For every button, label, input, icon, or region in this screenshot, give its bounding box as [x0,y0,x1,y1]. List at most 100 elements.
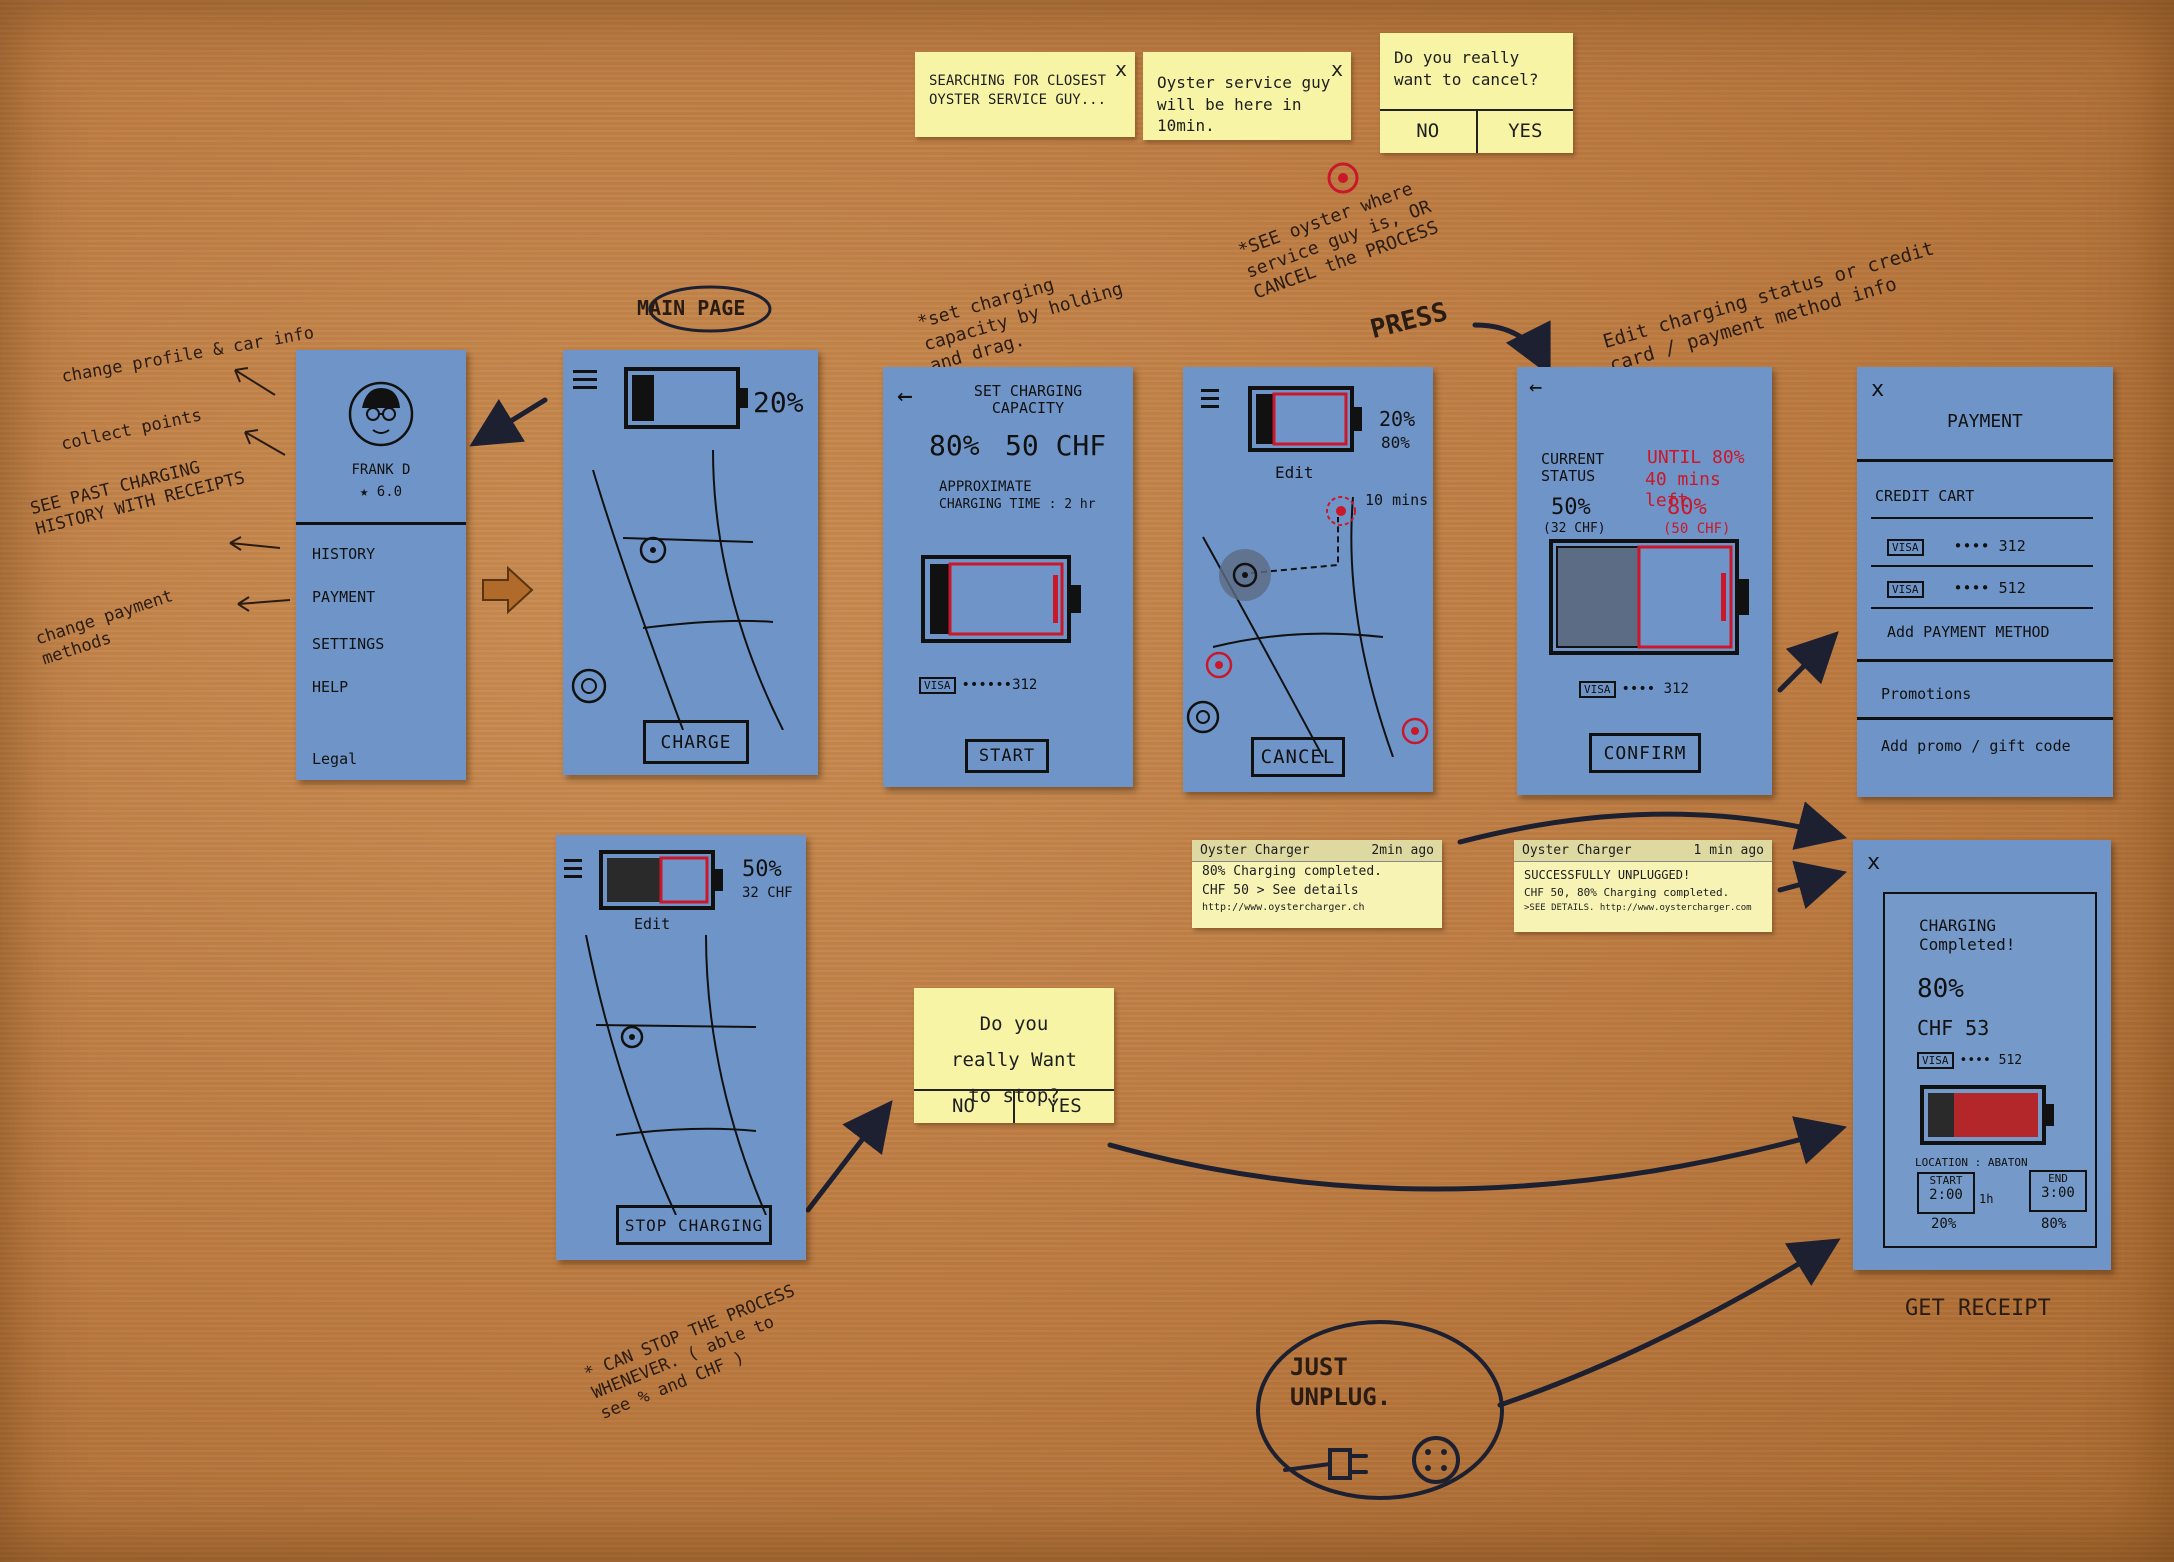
card-row[interactable]: VISA•••• 512 [1887,579,2026,598]
payment-title: PAYMENT [1947,411,2023,432]
see-details-link[interactable]: CHF 50 > See details [1202,883,1359,898]
set-capacity-title: SET CHARGING CAPACITY [973,382,1083,417]
status-battery-icon[interactable] [1547,537,1757,657]
menu-item-help[interactable]: HELP [312,678,349,696]
annotation-can-stop: * CAN STOP THE PROCESS WHENEVER. ( able … [581,1281,798,1424]
current-percent: 50% [1551,495,1591,520]
add-payment-method-button[interactable]: Add PAYMENT METHOD [1887,623,2050,641]
receipt-screen: x CHARGING Completed! 80% CHF 53 VISA•••… [1853,840,2111,1270]
yes-button[interactable]: YES [1475,111,1574,153]
back-arrow-icon[interactable]: ← [897,381,913,411]
yes-button[interactable]: YES [1013,1091,1114,1123]
close-icon[interactable]: x [1871,377,1885,402]
approx-label: APPROXIMATE [939,479,1032,495]
promotions-item[interactable]: Promotions [1881,685,1972,703]
profile-screen: FRANK D ★ 6.0 HISTORY PAYMENT SETTINGS H… [296,350,466,780]
payment-card-row[interactable]: VISA•••• 312 [1579,681,1689,698]
notification-time: 1 min ago [1693,843,1764,858]
capacity-battery-icon[interactable] [919,553,1089,645]
stop-charging-button[interactable]: STOP CHARGING [616,1205,772,1245]
annotation-see-oyster: *SEE oyster where service guy is, OR CAN… [1235,178,1442,304]
until-label: UNTIL 80% [1647,447,1745,468]
battery-icon [599,850,723,910]
annotation-edit-info: Edit charging status or credit card / pa… [1600,237,1937,376]
map[interactable] [563,450,818,730]
menu-item-settings[interactable]: SETTINGS [312,635,385,653]
start-percent: 20% [1931,1216,1957,1232]
promo-code-item[interactable]: Add promo / gift code [1881,737,2071,755]
menu-icon[interactable] [573,370,597,390]
target-percent: 80% [1667,495,1707,520]
annotation-see-history: SEE PAST CHARGING HISTORY WITH RECEIPTS [28,457,247,540]
start-box: START 2:00 [1917,1172,1975,1214]
menu-item-history[interactable]: HISTORY [312,545,376,563]
payment-screen: x PAYMENT CREDIT CART VISA•••• 312 VISA•… [1857,367,2113,797]
capacity-price: 50 CHF [1005,429,1107,462]
charging-time: CHARGING TIME : 2 hr [939,497,1096,512]
battery-icon [1248,386,1362,452]
payment-card-row: VISA•••• 512 [1917,1052,2022,1069]
arrow-notif1-to-receipt [1457,801,1848,850]
legal-link[interactable]: Legal [312,750,358,768]
stop-confirm-dialog: Do you really Want to stop? NO YES [914,988,1114,1123]
menu-icon[interactable] [564,859,588,879]
annotation-press: PRESS [1367,296,1451,346]
close-icon[interactable]: x [1114,57,1127,81]
arrow-press [1472,320,1551,377]
payment-card-row[interactable]: VISA••••••312 [919,677,1037,694]
right-arrow-shape [482,565,534,615]
payment-header-divider [1857,459,2113,462]
capacity-percent: 80% [929,429,980,462]
time-left: 40 mins left [1645,469,1721,511]
close-icon[interactable]: x [1867,850,1881,875]
charging-status-screen: ← CURRENT STATUS 50% (32 CHF) UNTIL 80% … [1517,367,1772,795]
annotation-get-receipt: GET RECEIPT [1905,1296,2051,1321]
back-arrow-icon[interactable]: ← [1529,375,1543,400]
credit-card-label: CREDIT CART [1875,487,1975,505]
searching-text: SEARCHING FOR CLOSEST OYSTER SERVICE GUY… [929,73,1107,108]
start-time: 2:00 [1929,1187,1963,1203]
receipt-title: CHARGING Completed! [1919,916,2016,955]
annotation-just-unplug: JUST UNPLUG. [1290,1353,1392,1411]
oyster-tracking-screen: 20% 80% Edit 10 mins CANCEL [1183,367,1433,792]
charging-percent: 50% [742,857,782,882]
no-button[interactable]: NO [952,1095,975,1118]
annotation-collect-points: collect points [59,405,204,455]
card-number: ••••••312 [961,677,1038,693]
card-row[interactable]: VISA•••• 312 [1887,537,2026,556]
arrow-status-to-payment [1777,631,1839,693]
map[interactable] [556,935,806,1215]
close-icon[interactable]: x [1330,57,1343,81]
battery-icon [624,367,748,429]
charge-button[interactable]: CHARGE [643,720,749,764]
arrow-unplug-to-receipt [1497,1238,1841,1408]
menu-icon[interactable] [1201,389,1225,409]
annotation-change-profile: change profile & car info [60,322,316,388]
end-time: 3:00 [2041,1185,2075,1201]
charging-chf: 32 CHF [742,885,793,901]
no-button[interactable]: NO [1416,120,1440,143]
cancel-button[interactable]: CANCEL [1251,737,1345,777]
receipt-amount: CHF 53 [1917,1016,1990,1040]
edit-link[interactable]: Edit [1275,463,1314,482]
confirm-button[interactable]: CONFIRM [1589,733,1701,773]
avatar [348,381,414,447]
menu-item-payment[interactable]: PAYMENT [312,588,376,606]
arrow-to-profile [469,397,548,447]
start-button[interactable]: START [965,739,1049,773]
battery-percent-now: 20% [1379,407,1416,431]
card-number: •••• 312 [1621,681,1689,697]
map[interactable] [1183,477,1433,757]
arrow-stop-to-dialog [805,1100,893,1213]
see-details-link[interactable]: >SEE DETAILS. http://www.oystercharger.c… [1524,903,1752,913]
end-percent: 80% [2041,1216,2067,1232]
duration: 1h [1979,1192,1994,1206]
edit-link[interactable]: Edit [634,915,671,933]
visa-icon: VISA [1917,1052,1954,1069]
visa-icon: VISA [1887,539,1924,556]
cancel-confirm-buttons: NO YES [1380,109,1573,153]
start-label: START [1929,1174,1963,1187]
